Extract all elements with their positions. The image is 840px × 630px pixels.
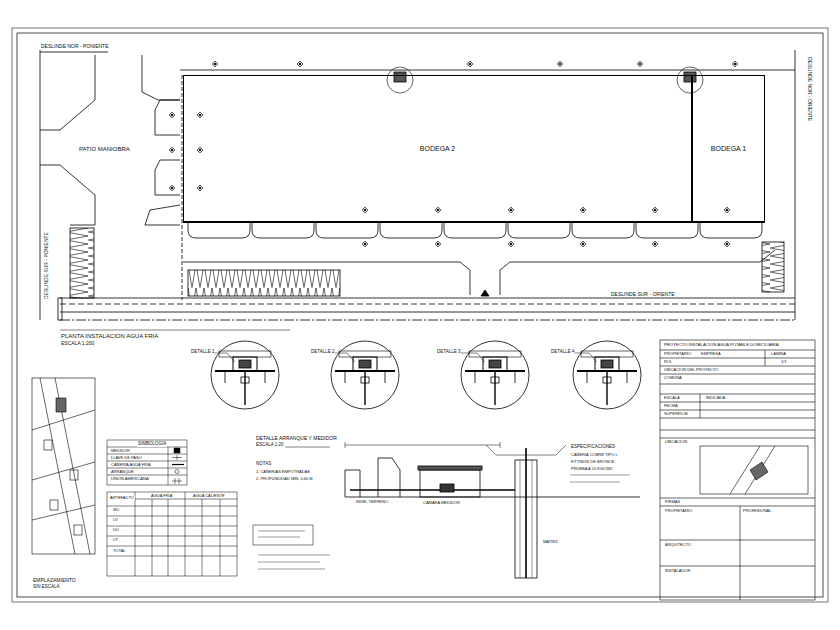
plan-label: FECHA bbox=[663, 404, 679, 408]
plan-label: UBICACION bbox=[664, 440, 688, 444]
plan-label: TOTAL bbox=[112, 549, 127, 553]
plan-label: LP bbox=[112, 538, 119, 542]
plan-label: AGUA FRIA bbox=[150, 494, 173, 498]
plan-label: LAMINA bbox=[770, 352, 787, 356]
plan-label: PRUEBA A 10 KG/CM2 bbox=[570, 467, 614, 471]
plan-label: SUPERFICIE bbox=[663, 412, 689, 416]
plan-label: PROPIETARIO bbox=[664, 509, 693, 513]
plan-label: PATIO MANIOBRA bbox=[78, 146, 131, 152]
plan-label: PROFESIONAL bbox=[742, 509, 772, 513]
plan-label: LLAVE DE PASO bbox=[110, 456, 143, 460]
plan-label: EMPLAZAMIENTO bbox=[32, 578, 77, 583]
plan-label: DESLINDE SUR - ORIENTE bbox=[610, 292, 676, 297]
plan-label: DETALLE 3 bbox=[436, 350, 461, 355]
warehouse-name: BODEGA 1 bbox=[710, 145, 747, 152]
sheet-border bbox=[17, 33, 823, 597]
plan-label: COMUNA bbox=[663, 376, 683, 380]
plan-label: DESLINDE NOR - ORIENTE bbox=[807, 56, 812, 122]
symbol-tables bbox=[107, 440, 237, 576]
plan-label: LV bbox=[112, 518, 119, 522]
plan-label: CAMARA MEDIDOR bbox=[422, 501, 461, 505]
plan-label: DETALLE ARRANQUE Y MEDIDOR bbox=[255, 436, 338, 441]
plan-label: EMPRESA bbox=[700, 352, 722, 356]
warehouse-name: BODEGA 2 bbox=[419, 145, 456, 152]
plan-label: ROL bbox=[663, 360, 673, 364]
plan-label: DESLINDE NOR - PONIENTE bbox=[40, 44, 110, 49]
plan-label: ESCALA bbox=[663, 396, 681, 400]
plan-label: 2. PROFUNDIDAD MIN. 0,60 M bbox=[255, 477, 314, 481]
plan-label: ARQUITECTO bbox=[664, 543, 692, 547]
plan-label: 1/1 bbox=[780, 360, 788, 364]
plan-label: WC bbox=[112, 508, 121, 512]
plan-label: PROPIETARIO bbox=[663, 352, 692, 356]
plan-label: MATRIZ bbox=[542, 540, 559, 544]
title-block bbox=[660, 340, 815, 600]
plan-label: CAÑERIA AGUA FRIA bbox=[110, 463, 152, 467]
plan-label: ARRANQUE bbox=[110, 470, 135, 474]
plan-label: NIVEL TERRENO bbox=[355, 500, 389, 504]
section-detail bbox=[253, 442, 640, 578]
plan-label: DETALLE 1 bbox=[190, 350, 215, 355]
plan-label: DU bbox=[112, 528, 120, 532]
plan-label: CAÑERIA COBRE TIPO L bbox=[570, 453, 619, 457]
plan-label: DETALLE 2 bbox=[310, 350, 335, 355]
plan-label: ESPECIFICACIONES bbox=[570, 445, 616, 450]
sheet-border bbox=[12, 28, 828, 602]
plan-label: SIN ESCALA bbox=[32, 585, 61, 590]
plan-label: INSTALADOR bbox=[664, 569, 691, 573]
plan-label: UBICACION DEL PROYECTO bbox=[663, 368, 719, 372]
plan-label: 1. CAÑERIAS EMPOTRADAS bbox=[255, 470, 311, 474]
detail-circles bbox=[211, 341, 641, 409]
plan-label: SIMBOLOGIA bbox=[137, 442, 167, 447]
plan-label: FIRMAS bbox=[664, 500, 681, 504]
warehouse-box: BODEGA 2 bbox=[183, 75, 692, 222]
plan-label: MEDIDOR bbox=[110, 449, 131, 453]
plan-label: DETALLE 4 bbox=[550, 350, 575, 355]
plan-label: AGUA CALIENTE bbox=[192, 494, 226, 498]
location-map bbox=[32, 378, 95, 554]
plan-label: ESCALA 1:200 bbox=[60, 341, 95, 346]
plan-label: NOTAS bbox=[255, 462, 272, 467]
plan-label: PROYECTO INSTALACION AGUA POTABLE DOMICI… bbox=[663, 343, 780, 347]
plan-label: ESCALA 1:20 bbox=[255, 443, 285, 448]
plan-label: PLANTA INSTALACION AGUA FRIA bbox=[60, 333, 159, 339]
plan-label: INDICADA bbox=[705, 396, 726, 400]
site-plan bbox=[40, 50, 795, 330]
warehouse-box: BODEGA 1 bbox=[692, 75, 765, 222]
plan-label: ARTEFACTO bbox=[109, 496, 135, 500]
plan-label: UNION AMERICANA bbox=[110, 477, 150, 481]
plan-label: FITTINGS DE BRONCE bbox=[570, 460, 615, 464]
plan-label: DESLINDE SUR - PONIENTE bbox=[44, 231, 49, 300]
